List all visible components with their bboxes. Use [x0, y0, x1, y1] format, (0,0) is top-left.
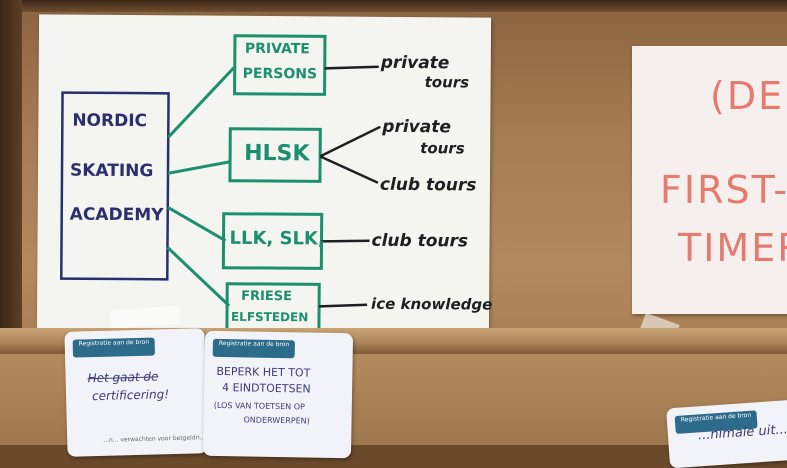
- connector-friese: [166, 246, 231, 307]
- right-poster-line-1: (DE: [710, 74, 785, 118]
- box-private-persons: [233, 34, 327, 96]
- sticky-note-3: Registratie aan de bron ...nimale uit...: [666, 399, 787, 468]
- note-2-line-3: (LOS VAN TOETSEN OP: [213, 400, 305, 412]
- line-club-tours-2: [321, 239, 370, 243]
- output-tours-1: tours: [424, 73, 470, 92]
- diagram-lines: [60, 34, 381, 334]
- line-club-tours-1: [319, 155, 379, 184]
- line-private-tours-2: [319, 125, 381, 158]
- box-label-friese: FRIESE: [241, 288, 293, 305]
- note-2-line-4: ONDERWERPEN): [243, 415, 310, 426]
- output-club-tours-1: club tours: [379, 174, 477, 196]
- output-private-2: private: [382, 116, 451, 138]
- connector-llk: [167, 206, 227, 243]
- line-ice-knowledge: [319, 303, 368, 308]
- right-poster-line-2: FIRST-: [660, 168, 787, 212]
- sticky-note-1: Registratie aan de bron Het gaat de cert…: [64, 328, 208, 457]
- connector-private-persons: [167, 66, 235, 139]
- output-private-1: private: [380, 52, 450, 74]
- note-1-footer: ...n... verwachten voor betgeldri...: [103, 434, 206, 444]
- output-tours-2: tours: [420, 139, 465, 158]
- box-label-elfsteden: ELFSTEDEN: [230, 309, 309, 325]
- box-friese: [225, 282, 321, 334]
- note-2-header: Registratie aan de bron: [212, 338, 296, 359]
- output-ice-knowledge: ice knowledge: [371, 294, 493, 314]
- academy-label-1: NORDIC: [72, 110, 148, 132]
- note-1-header: Registratie aan de bron: [72, 337, 156, 358]
- box-label-private: PRIVATE: [244, 40, 310, 58]
- academy-label-3: ACADEMY: [69, 204, 164, 226]
- box-label-llk: LLK, SLK,: [229, 227, 325, 250]
- box-label-persons: PERSONS: [242, 65, 318, 83]
- flipchart-poster-main: NORDIC SKATING ACADEMY PRIVATE PERSONS H…: [36, 14, 493, 334]
- sticky-note-2: Registratie aan de bron BEPERK HET TOT 4…: [202, 330, 354, 459]
- note-1-line-1: Het gaat de: [87, 369, 159, 386]
- wall-frame-top: [0, 0, 787, 12]
- note-2-line-1: BEPERK HET TOT: [216, 364, 311, 380]
- output-club-tours-2: club tours: [371, 230, 469, 252]
- academy-box: [60, 91, 170, 281]
- academy-label-2: SKATING: [69, 160, 154, 182]
- connector-hlsk: [167, 160, 231, 175]
- note-2-line-2: 4 EINDTOETSEN: [221, 381, 311, 396]
- box-label-hlsk: HLSK: [244, 140, 310, 167]
- line-private-tours-1: [324, 65, 379, 70]
- note-1-line-2: certificering!: [91, 387, 170, 404]
